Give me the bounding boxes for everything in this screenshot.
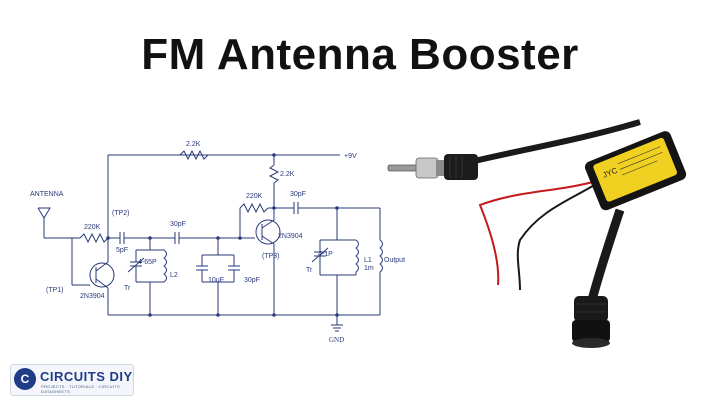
label-q2: 2N3904 [278,233,303,240]
label-trimmer1: 4-65P [138,259,157,266]
label-trimmer2-tr: Tr [306,267,313,274]
label-c-30pf-2: 30pF [290,191,306,198]
label-antenna: ANTENNA [30,191,64,198]
logo-tagline: PROJECTS · TUTORIALS · CIRCUITS · DATASH… [41,384,123,394]
label-r-base-q1: 220K [84,224,101,231]
label-l2: L2 [170,272,178,279]
label-l1-value: 1m [364,265,374,272]
label-vcc: +9V [344,153,357,160]
label-tp2: (TP2) [112,210,130,217]
label-c-5pf: 5pF [116,247,128,254]
label-tp3: (TP3) [262,253,280,260]
label-l1: L1 [364,257,372,264]
label-c-30pf-1: 30pF [170,221,186,228]
label-output: Output [384,257,405,264]
label-trimmer2: 4-1P [318,251,333,258]
label-trimmer1-tr: Tr [124,285,131,292]
label-tp1: (TP1) [46,287,64,294]
page-title: FM Antenna Booster [141,30,579,79]
label-r-collector: 2.2K [280,171,295,178]
logo-badge: C [14,368,36,390]
label-gnd: GND [329,336,344,344]
logo-name: CIRCUITS DIY [40,369,133,384]
label-c-30pf-tank: 30pF [244,277,260,284]
label-r-base-q2: 220K [246,193,263,200]
label-c-10uf: 10uF [208,277,224,284]
circuits-diy-logo[interactable]: C CIRCUITS DIY PROJECTS · TUTORIALS · CI… [10,364,134,396]
label-q1: 2N3904 [80,293,105,300]
label-r-top: 2.2K [186,141,201,148]
